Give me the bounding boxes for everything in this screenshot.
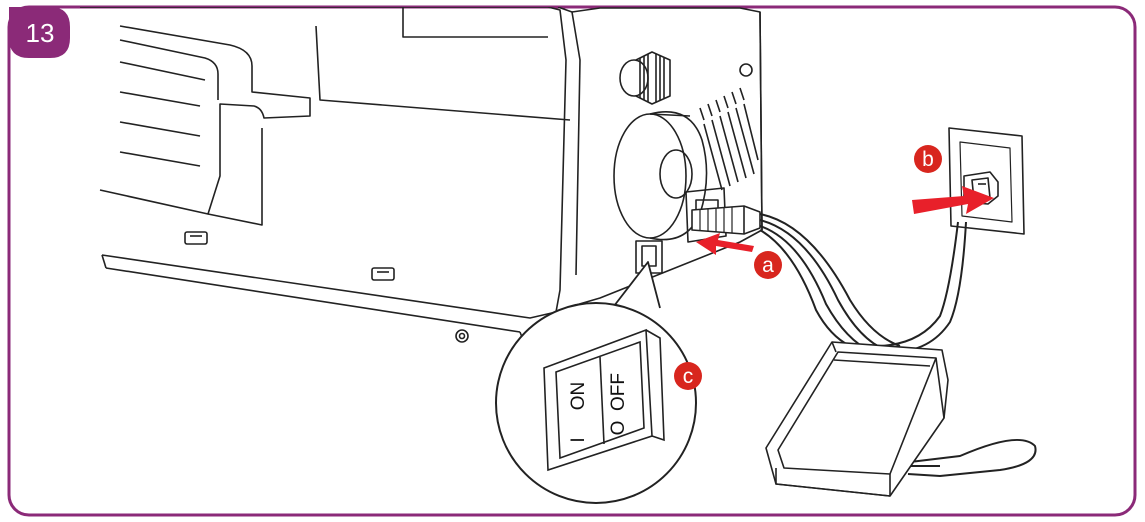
step-number: 13 (26, 18, 55, 48)
machine-plug (691, 205, 761, 235)
callout-c-label: c (683, 365, 694, 388)
power-cord (759, 213, 1037, 477)
foot-control (765, 341, 949, 497)
switch-on-mark: I (568, 437, 589, 442)
callout-c: c (674, 362, 702, 390)
callout-b: b (914, 145, 942, 173)
callout-b-label: b (922, 148, 934, 171)
switch-magnifier: I ON O OFF (495, 261, 697, 504)
callout-a-label: a (762, 254, 774, 277)
switch-off-mark: O (608, 421, 629, 436)
switch-off-label: OFF (608, 373, 629, 411)
step-badge: 13 (9, 7, 70, 58)
arrow-b-icon (912, 186, 994, 214)
switch-on-label: ON (568, 382, 589, 411)
callout-a: a (754, 251, 782, 279)
arrow-a-icon (696, 233, 754, 255)
sewing-machine (80, 7, 763, 346)
